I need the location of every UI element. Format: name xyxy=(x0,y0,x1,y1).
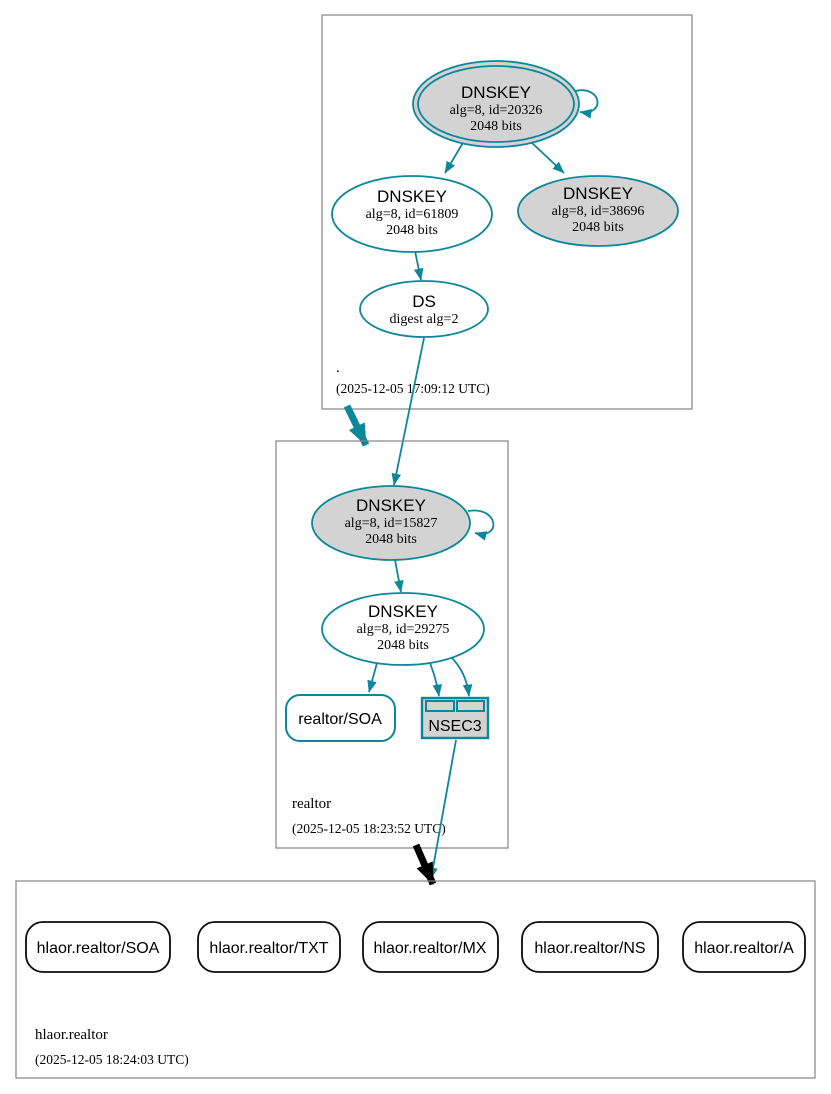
edge-zsk29275-to-soa xyxy=(367,662,378,693)
hlaor-realtor-txt-node[interactable]: hlaor.realtor/TXT xyxy=(197,921,341,973)
delegation-arrow-realtor-to-hlaor xyxy=(412,843,437,886)
zone-box-hlaor-realtor xyxy=(15,880,816,1079)
dnskey-15827-title: DNSKEY xyxy=(356,496,426,515)
dnskey-20326-title: DNSKEY xyxy=(461,83,531,102)
zone-timestamp-hlaor-realtor: (2025-12-05 18:24:03 UTC) xyxy=(35,1052,189,1067)
edge-ksk20326-to-zsk61809 xyxy=(444,140,465,174)
dnskey-38696-detail: alg=8, id=38696 xyxy=(552,204,645,219)
hlaor-realtor-ns-node[interactable]: hlaor.realtor/NS xyxy=(521,921,659,973)
dnskey-29275-node[interactable]: DNSKEY alg=8, id=29275 2048 bits xyxy=(321,592,485,666)
hlaor-realtor-soa-node[interactable]: hlaor.realtor/SOA xyxy=(25,921,171,973)
dnskey-29275-detail: alg=8, id=29275 xyxy=(357,622,450,637)
dnskey-38696-size: 2048 bits xyxy=(572,220,624,235)
hlaor-realtor-a-node[interactable]: hlaor.realtor/A xyxy=(682,921,806,973)
ds-title: DS xyxy=(412,292,436,311)
dnskey-20326-size: 2048 bits xyxy=(470,119,522,134)
dnskey-29275-size: 2048 bits xyxy=(377,638,429,653)
hlaor-realtor-mx-node[interactable]: hlaor.realtor/MX xyxy=(362,921,499,973)
ds-detail: digest alg=2 xyxy=(390,312,459,327)
dnskey-61809-size: 2048 bits xyxy=(386,223,438,238)
dnskey-20326-node[interactable]: DNSKEY alg=8, id=20326 2048 bits xyxy=(412,60,580,148)
delegation-arrow-root-to-realtor xyxy=(343,404,370,447)
edge-nsec3-to-hlaor-realtor xyxy=(428,739,457,880)
zone-box-realtor xyxy=(275,440,509,849)
dnskey-29275-title: DNSKEY xyxy=(368,602,438,621)
dnskey-15827-size: 2048 bits xyxy=(365,532,417,547)
edge-zsk61809-to-ds xyxy=(413,250,424,281)
dnskey-15827-node[interactable]: DNSKEY alg=8, id=15827 2048 bits xyxy=(311,485,471,561)
nsec3-label: NSEC3 xyxy=(428,718,481,735)
edge-ds-to-dnskey15827 xyxy=(391,337,425,486)
hlaor-realtor-txt-label: hlaor.realtor/TXT xyxy=(209,940,328,957)
zone-label-hlaor-realtor: hlaor.realtor xyxy=(35,1027,108,1043)
hlaor-realtor-mx-label: hlaor.realtor/MX xyxy=(374,940,487,957)
hlaor-realtor-ns-label: hlaor.realtor/NS xyxy=(534,940,645,957)
edge-ksk15827-selfsign xyxy=(467,509,495,541)
zone-timestamp-realtor: (2025-12-05 18:23:52 UTC) xyxy=(292,821,446,836)
zone-label-realtor: realtor xyxy=(292,796,331,812)
edge-ksk20326-selfsign xyxy=(574,89,599,119)
dnskey-38696-title: DNSKEY xyxy=(563,184,633,203)
edge-ksk20326-to-dnskey38696 xyxy=(530,141,565,174)
dnskey-61809-title: DNSKEY xyxy=(377,187,447,206)
dnskey-38696-node[interactable]: DNSKEY alg=8, id=38696 2048 bits xyxy=(517,175,679,247)
edge-zsk29275-to-nsec3-left xyxy=(428,659,443,697)
zone-label-root: . xyxy=(336,360,340,376)
hlaor-realtor-soa-label: hlaor.realtor/SOA xyxy=(37,940,160,957)
realtor-soa-label: realtor/SOA xyxy=(298,711,382,728)
ds-node[interactable]: DS digest alg=2 xyxy=(359,280,489,338)
nsec3-node[interactable]: NSEC3 xyxy=(420,696,490,740)
dnskey-20326-detail: alg=8, id=20326 xyxy=(450,103,543,118)
dnskey-61809-node[interactable]: DNSKEY alg=8, id=61809 2048 bits xyxy=(331,175,493,253)
realtor-soa-node[interactable]: realtor/SOA xyxy=(285,694,396,742)
edge-ksk15827-to-zsk29275 xyxy=(394,559,404,593)
dnskey-61809-detail: alg=8, id=61809 xyxy=(366,207,459,222)
dnskey-15827-detail: alg=8, id=15827 xyxy=(345,516,438,531)
hlaor-realtor-a-label: hlaor.realtor/A xyxy=(694,940,794,957)
edge-zsk29275-to-nsec3-right xyxy=(450,656,473,697)
zone-box-root xyxy=(321,14,693,410)
